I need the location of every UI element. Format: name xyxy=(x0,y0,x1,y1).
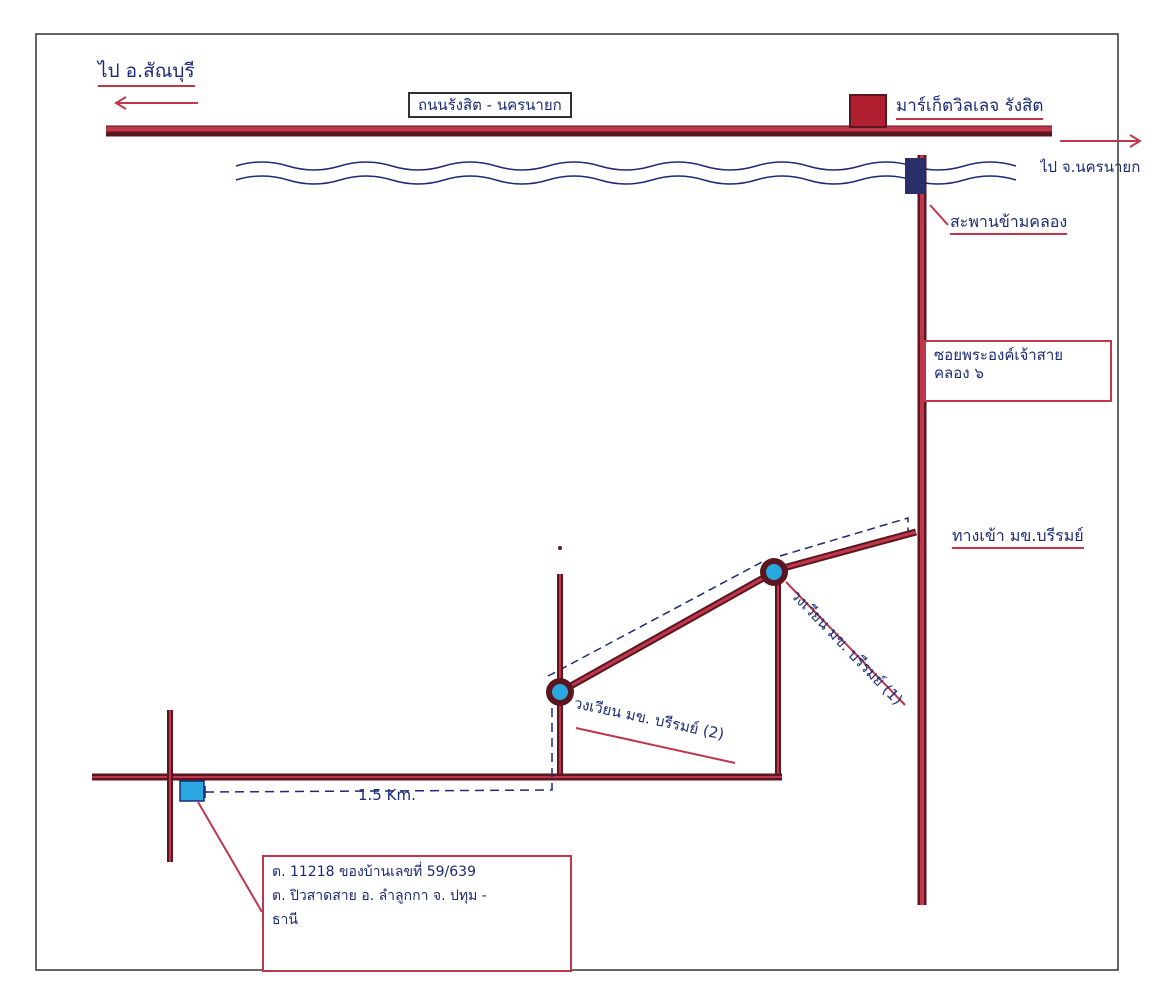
soi-label-line2: คลอง ๖ xyxy=(934,364,984,382)
canal xyxy=(235,161,1017,171)
address-line3: ธานี xyxy=(272,911,298,928)
destination-square-marker-icon xyxy=(179,780,205,802)
entrance-label: ทางเข้า มข.บรีรมย์ xyxy=(952,526,1084,550)
footbridge-label: สะพานข้ามคลอง xyxy=(950,212,1068,236)
road-name-label: ถนนรังสิต - นครนายก xyxy=(408,92,572,118)
market-label: มาร์เก็ตวิลเลจ รังสิต xyxy=(896,96,1044,121)
to-nakhon-label: ไป จ.นครนายก xyxy=(1040,158,1141,176)
market-building-icon xyxy=(849,94,887,128)
map-frame xyxy=(35,33,1119,971)
soi-label-box: ซอยพระองค์เจ้าสาย คลอง ๖ xyxy=(924,340,1112,402)
address-line1: ต. 11218 ของบ้านเลขที่ 59/639 xyxy=(272,864,476,880)
distance-label: 1.5 Km. xyxy=(358,786,416,804)
address-box: ต. 11218 ของบ้านเลขที่ 59/639 ต. ปิวสาดส… xyxy=(262,855,572,972)
address-line2: ต. ปิวสาดสาย อ. ลำลูกกา จ. ปทุม - xyxy=(272,887,487,904)
to-sanphra-label: ไป อ.สัณบุรี xyxy=(98,60,195,87)
soi-label-line1: ซอยพระองค์เจ้าสาย xyxy=(934,346,1064,364)
footbridge-icon xyxy=(905,158,925,194)
